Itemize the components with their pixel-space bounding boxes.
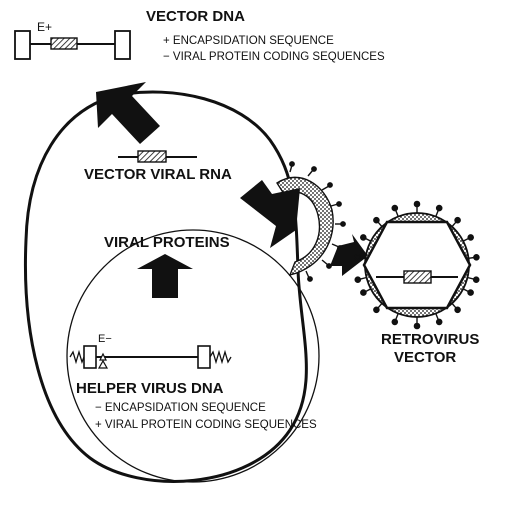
viral-proteins-label: VIRAL PROTEINS — [104, 234, 230, 251]
helper-bullet-1: − ENCAPSIDATION SEQUENCE — [95, 402, 266, 414]
retrovirus-line-1: RETROVIRUS — [381, 331, 480, 348]
hatched-insert-icon — [50, 37, 78, 50]
nucleus — [66, 229, 320, 483]
vector-dna-construct — [14, 30, 131, 60]
vector-e-plus-mark: E+ — [37, 20, 53, 34]
retrovirus-particle — [362, 212, 472, 318]
arrow-icon — [240, 180, 300, 248]
zigzag-icon — [209, 349, 232, 365]
helper-virus-dna-construct — [69, 345, 232, 369]
arrow-icon — [96, 82, 160, 144]
retrovirus-spikes — [354, 200, 480, 330]
vector-bullet-2: − VIRAL PROTEIN CODING SEQUENCES — [163, 51, 385, 63]
arrow-icon — [330, 234, 368, 276]
zigzag-icon — [69, 349, 85, 365]
hatched-insert-icon — [403, 270, 432, 284]
hatched-insert-icon — [137, 150, 167, 163]
ltr-box-icon — [114, 30, 131, 60]
vector-dna-title: VECTOR DNA — [146, 8, 245, 25]
vector-bullet-1: + ENCAPSIDATION SEQUENCE — [163, 35, 334, 47]
vector-viral-rna-label: VECTOR VIRAL RNA — [84, 166, 232, 183]
retrovirus-line-2: VECTOR — [394, 349, 457, 366]
ltr-box-icon — [197, 345, 211, 369]
capsid — [362, 220, 472, 310]
helper-virus-title: HELPER VIRUS DNA — [76, 380, 224, 397]
arrow-icon — [137, 254, 193, 298]
helper-e-minus-mark: E− — [98, 333, 112, 345]
ltr-box-icon — [14, 30, 31, 60]
cell-membrane — [24, 90, 308, 483]
helper-bullet-2: + VIRAL PROTEIN CODING SEQUENCES — [95, 419, 317, 431]
ltr-box-icon — [83, 345, 97, 369]
vector-viral-rna-construct — [118, 150, 197, 163]
